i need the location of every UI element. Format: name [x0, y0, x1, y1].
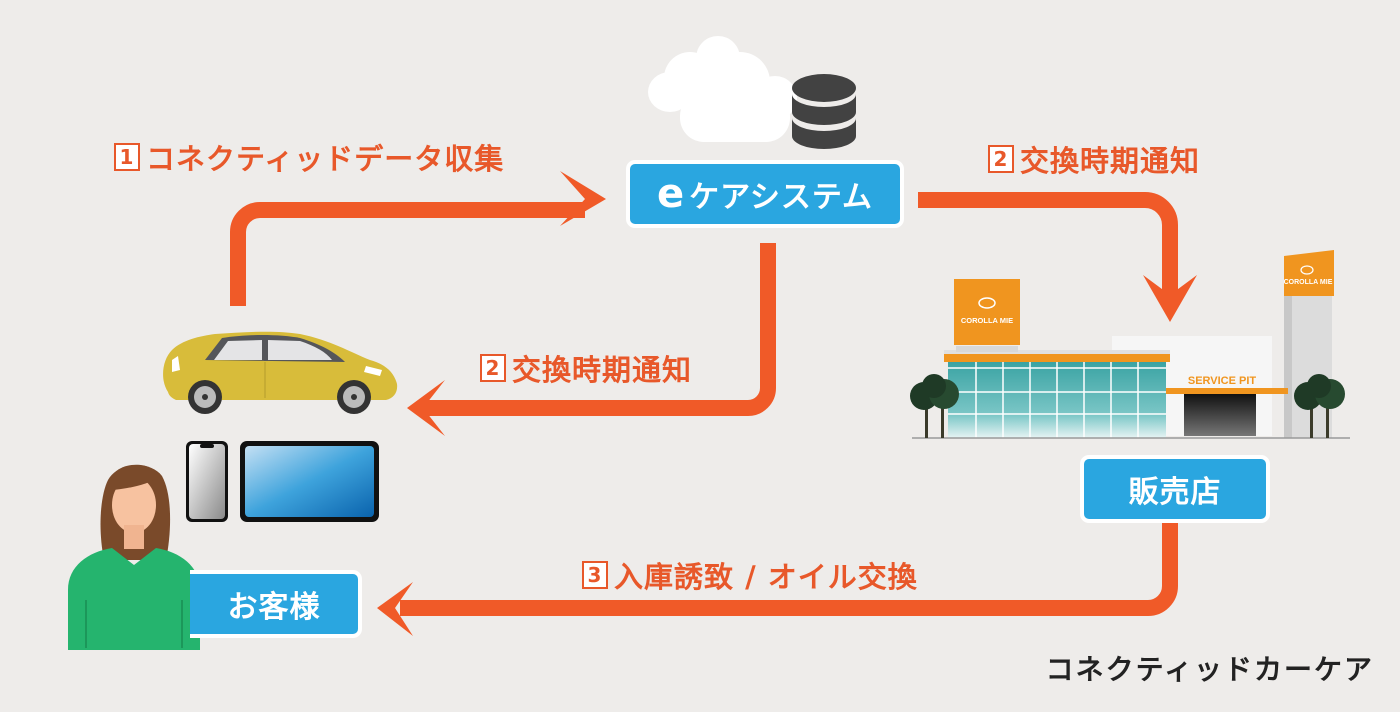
ecare-prefix: e: [656, 171, 686, 217]
step-1-label: 1 コネクティッドデータ収集: [114, 136, 504, 178]
arrow-data-collection: [230, 171, 606, 306]
node-label: 販売店: [1128, 475, 1222, 510]
person-icon: [68, 464, 200, 650]
arrow-notify-car: [407, 243, 776, 436]
step-2-dealer-label: 2 交換時期通知: [988, 138, 1200, 180]
service-pit-label: SERVICE PIT: [1188, 375, 1257, 387]
step-text: 入庫誘致 / オイル交換: [614, 560, 918, 594]
arrow-service-invite: [377, 520, 1178, 636]
step-number-badge: 1: [114, 143, 140, 171]
node-customer: お客様: [190, 570, 362, 638]
car-icon: [163, 331, 398, 414]
database-icon: [792, 74, 856, 149]
step-2-car-label: 2 交換時期通知: [480, 347, 692, 389]
step-text: 交換時期通知: [1020, 144, 1201, 178]
node-dealer: 販売店: [1080, 455, 1270, 523]
diagram-title: コネクティッドカーケア: [1045, 653, 1374, 686]
tree-icon: [910, 374, 959, 438]
step-text: 交換時期通知: [512, 353, 693, 387]
node-label: ケアシステム: [689, 180, 874, 215]
dealer-building-icon: COROLLA MIE SERVICE PIT COROLLA MIE: [912, 250, 1350, 439]
tree-icon: [1294, 374, 1345, 438]
sign-brand-text: COROLLA MIE: [961, 316, 1013, 325]
arrow-notify-dealer: [918, 192, 1197, 322]
smartphone-icon: [186, 441, 228, 522]
cloud-icon: [648, 36, 797, 142]
step-number-badge: 3: [582, 561, 608, 589]
step-text: コネクティッドデータ収集: [146, 142, 505, 176]
node-ecare-system: e ケアシステム: [626, 160, 904, 228]
node-label: お客様: [227, 590, 321, 625]
step-3-label: 3 入庫誘致 / オイル交換: [582, 554, 918, 596]
step-number-badge: 2: [988, 145, 1014, 173]
step-number-badge: 2: [480, 354, 506, 382]
pylon-brand-text: COROLLA MIE: [1284, 279, 1333, 286]
tablet-icon: [240, 441, 379, 522]
